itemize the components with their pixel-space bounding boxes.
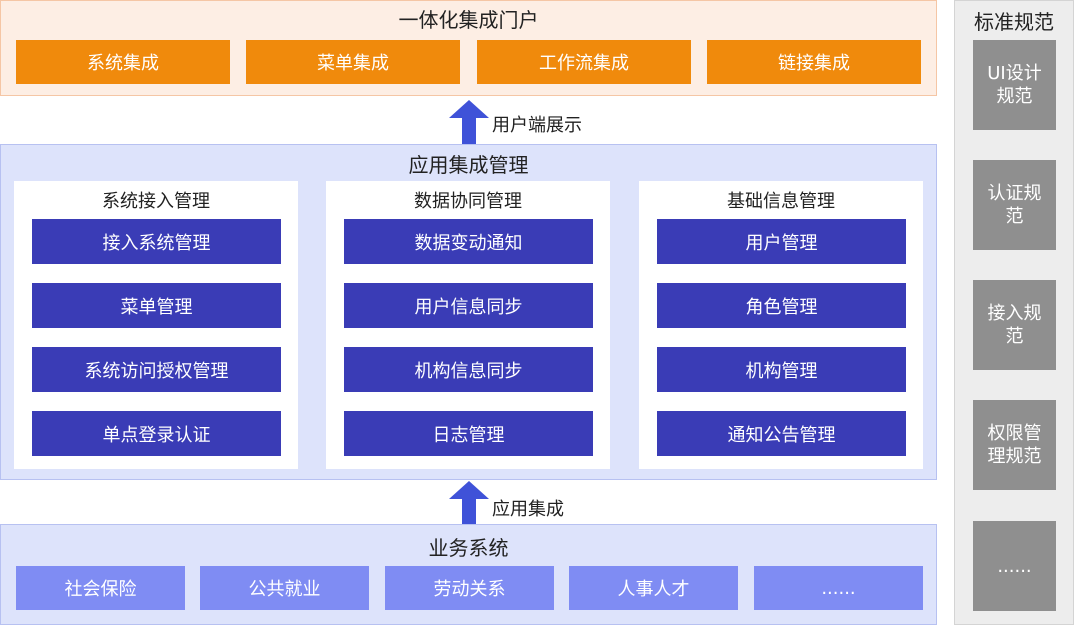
mgmt-item: 接入系统管理 xyxy=(32,219,281,264)
portal-item-link-integration: 链接集成 xyxy=(707,40,921,84)
mgmt-item: 通知公告管理 xyxy=(657,411,906,456)
panel-system-access: 系统接入管理 接入系统管理 菜单管理 系统访问授权管理 单点登录认证 xyxy=(14,181,298,469)
mgmt-item: 菜单管理 xyxy=(32,283,281,328)
mgmt-item: 用户管理 xyxy=(657,219,906,264)
panel-title: 数据协同管理 xyxy=(414,191,522,212)
user-display-label: 用户端展示 xyxy=(492,115,582,136)
panel-title: 系统接入管理 xyxy=(102,191,210,212)
panel-data-collaboration: 数据协同管理 数据变动通知 用户信息同步 机构信息同步 日志管理 xyxy=(326,181,610,469)
mgmt-item: 机构管理 xyxy=(657,347,906,392)
portal-item-menu-integration: 菜单集成 xyxy=(246,40,460,84)
business-item: 公共就业 xyxy=(200,566,369,610)
panel-basic-info: 基础信息管理 用户管理 角色管理 机构管理 通知公告管理 xyxy=(639,181,923,469)
business-systems-title: 业务系统 xyxy=(428,536,509,560)
standard-item-access: 接入规范 xyxy=(973,280,1056,370)
mgmt-item: 日志管理 xyxy=(344,411,593,456)
business-item: 社会保险 xyxy=(16,566,185,610)
business-item-more: ...... xyxy=(754,566,923,610)
mgmt-item: 角色管理 xyxy=(657,283,906,328)
business-item: 劳动关系 xyxy=(385,566,554,610)
app-integration-label: 应用集成 xyxy=(492,499,564,520)
up-arrow-icon xyxy=(449,481,489,525)
mgmt-item: 数据变动通知 xyxy=(344,219,593,264)
up-arrow-icon xyxy=(449,100,489,144)
standard-item-auth: 认证规范 xyxy=(973,160,1056,250)
business-item: 人事人才 xyxy=(569,566,738,610)
panel-title: 基础信息管理 xyxy=(727,191,835,212)
mgmt-item: 机构信息同步 xyxy=(344,347,593,392)
standard-item-permission: 权限管理规范 xyxy=(973,400,1056,490)
mgmt-item: 系统访问授权管理 xyxy=(32,347,281,392)
portal-title: 一体化集成门户 xyxy=(398,8,539,32)
standard-item-ui-design: UI设计规范 xyxy=(973,40,1056,130)
standards-title: 标准规范 xyxy=(974,10,1054,34)
standard-item-more: ...... xyxy=(973,521,1056,611)
mgmt-item: 单点登录认证 xyxy=(32,411,281,456)
mgmt-item: 用户信息同步 xyxy=(344,283,593,328)
portal-item-system-integration: 系统集成 xyxy=(16,40,230,84)
portal-item-workflow-integration: 工作流集成 xyxy=(477,40,691,84)
app-management-title: 应用集成管理 xyxy=(408,153,529,177)
